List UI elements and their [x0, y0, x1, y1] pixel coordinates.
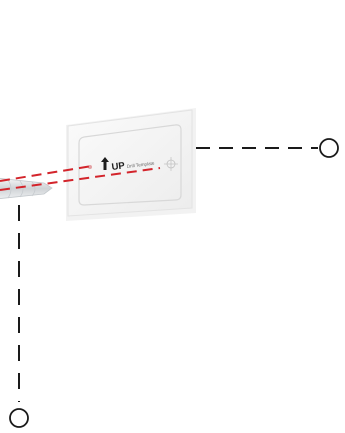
laser-line-lower: [0, 167, 161, 191]
up-arrow-icon: [101, 157, 109, 170]
drill-template-caption: Drill Template: [127, 161, 156, 169]
laser-guide-lines: [0, 165, 161, 191]
card-inner-outline: [78, 124, 182, 206]
callout-circle-right: [319, 138, 339, 158]
callout-circle-bottom: [9, 408, 29, 428]
up-label: UP: [111, 160, 126, 173]
crosshair-target-icon: [164, 157, 178, 171]
card-face: [67, 109, 193, 217]
left-mark-icon: [88, 165, 92, 169]
drill-template-card: UP Drill Template: [66, 108, 196, 221]
drill-bit-tip: [0, 178, 53, 199]
